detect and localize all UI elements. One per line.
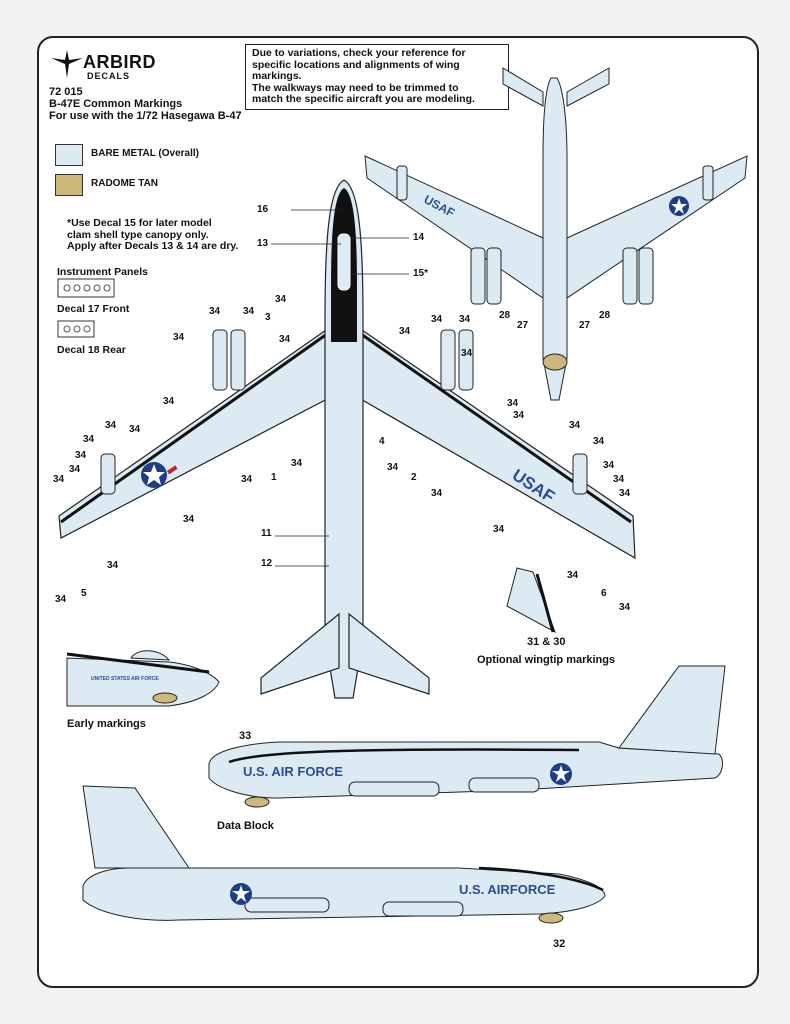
instrument-panel-rear-icon (57, 320, 95, 338)
callout-12: 12 (261, 558, 273, 569)
callout-34: 34 (105, 420, 117, 431)
callout-34: 34 (241, 474, 253, 485)
callout-27: 27 (579, 320, 591, 331)
callout-34: 34 (399, 326, 411, 337)
decal-sheet: ARBIRD DECALS 72 015 B-47E Common Markin… (37, 36, 759, 988)
callout-34: 34 (279, 334, 291, 345)
callout-34: 34 (569, 420, 581, 431)
wingtip-caption: Optional wingtip markings (477, 654, 616, 666)
callout-4: 4 (379, 436, 385, 447)
callout-34: 34 (567, 570, 579, 581)
callout-34: 34 (619, 488, 631, 499)
instrument-panels-title: Instrument Panels (57, 266, 149, 278)
callout-3: 3 (265, 312, 271, 323)
wingtip-detail (506, 567, 556, 634)
callout-34: 34 (83, 434, 95, 445)
callout-34: 34 (619, 602, 631, 613)
canopy-note: *Use Decal 15 for later model clam shell… (67, 217, 267, 253)
callout-34: 34 (243, 306, 255, 317)
callout-34: 34 (461, 348, 473, 359)
swatch-radome-tan (55, 174, 83, 196)
notice-line: match the specific aircraft you are mode… (252, 93, 475, 105)
side-view-right: U.S. AIRFORCE (82, 785, 606, 924)
callout-14: 14 (413, 232, 425, 243)
main-top-view: USAF (58, 179, 636, 699)
fuselage-text-right: U.S. AIRFORCE (459, 882, 556, 897)
callout-34: 34 (613, 474, 625, 485)
callout-34: 34 (69, 464, 81, 475)
side-view-left: U.S. AIR FORCE (208, 665, 726, 808)
aircraft-drawings: USAF USAF (58, 67, 748, 924)
callout-34: 34 (387, 462, 399, 473)
callout-6: 6 (601, 588, 607, 599)
callout-16: 16 (257, 204, 269, 215)
callout-34: 34 (459, 314, 471, 325)
callout-28: 28 (599, 310, 611, 321)
callout-11: 11 (261, 528, 272, 539)
callout-15: 15* (413, 268, 429, 279)
callout-34: 34 (593, 436, 605, 447)
callout-34: 34 (291, 458, 303, 469)
callout-28: 28 (499, 310, 511, 321)
decal-18-label: Decal 18 Rear (57, 344, 126, 356)
brand-wordmark: ARBIRD (83, 52, 156, 72)
leader-lines (271, 209, 409, 567)
callout-34: 34 (163, 396, 175, 407)
legend-label: BARE METAL (Overall) (91, 148, 199, 159)
early-markings-view: UNITED STATES AIR FORCE (66, 650, 220, 707)
instrument-panel-front-icon (57, 278, 115, 298)
callout-34: 34 (209, 306, 221, 317)
callout-34: 34 (107, 560, 119, 571)
early-markings-caption: Early markings (67, 718, 146, 730)
brand-sub: DECALS (87, 71, 131, 81)
callout-34: 34 (75, 450, 87, 461)
callout-34: 34 (493, 524, 505, 535)
legend-label: RADOME TAN (91, 178, 159, 189)
notice-line: The walkways may need to be trimmed to (252, 81, 459, 94)
callout-34: 34 (603, 460, 615, 471)
note-line: Apply after Decals 13 & 14 are dry. (67, 240, 239, 252)
sheet-number: 72 015 (49, 86, 83, 98)
sheet-title: B-47E Common Markings (49, 98, 183, 110)
sheet-subtitle: For use with the 1/72 Hasegawa B-47 (49, 110, 242, 122)
callout-34: 34 (173, 332, 185, 343)
note-line: clam shell type canopy only. (67, 228, 209, 241)
notice-box: Due to variations, check your reference … (245, 44, 509, 110)
data-block-caption: Data Block (217, 820, 274, 832)
callout-1: 1 (271, 472, 277, 483)
early-fuselage-text: UNITED STATES AIR FORCE (91, 676, 159, 682)
underside-view: USAF (364, 67, 748, 401)
note-line: *Use Decal 15 for later model (67, 217, 212, 229)
callout-5: 5 (81, 588, 87, 599)
notice-line: specific locations and alignments of win… (252, 58, 460, 71)
callout-34: 34 (513, 410, 525, 421)
notice-line: markings. (252, 70, 302, 82)
notice-line: Due to variations, check your reference … (252, 47, 466, 59)
callout-33: 33 (239, 730, 252, 742)
callout-34: 34 (183, 514, 195, 525)
callout-34: 34 (507, 398, 519, 409)
decal-17-label: Decal 17 Front (57, 303, 130, 315)
callout-34: 34 (275, 294, 287, 305)
callout-34: 34 (53, 474, 65, 485)
callout-13: 13 (257, 238, 269, 249)
warbird-logo-icon (51, 50, 83, 78)
callout-34: 34 (431, 314, 443, 325)
fuselage-text-left: U.S. AIR FORCE (243, 764, 343, 779)
callout-32: 32 (553, 938, 566, 950)
callout-27: 27 (517, 320, 529, 331)
callout-34: 34 (129, 424, 141, 435)
callout-34: 34 (55, 594, 67, 605)
swatch-bare-metal (55, 144, 83, 166)
callout-34: 34 (431, 488, 443, 499)
callout-2: 2 (411, 472, 417, 483)
wingtip-decal-numbers: 31 & 30 (527, 636, 566, 648)
